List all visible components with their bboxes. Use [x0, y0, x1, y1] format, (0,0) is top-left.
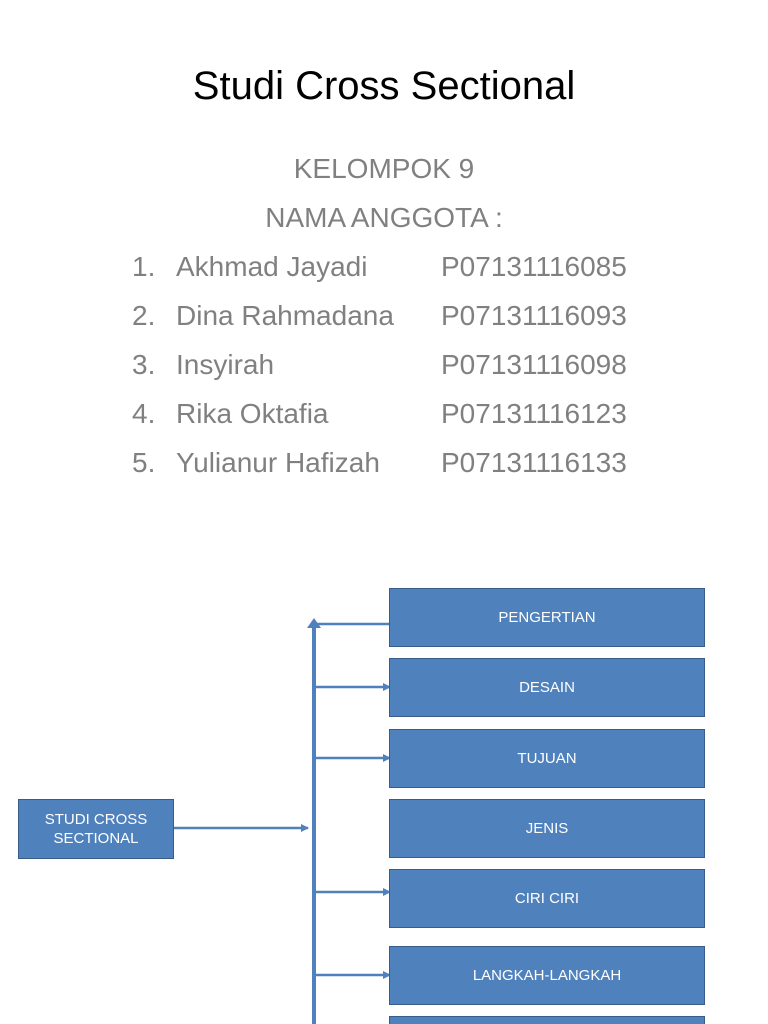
member-row: 4. Rika Oktafia P07131116123 — [132, 398, 692, 438]
member-name: Yulianur Hafizah — [176, 447, 380, 478]
member-id: P07131116098 — [441, 349, 627, 380]
member-name: Dina Rahmadana — [176, 300, 394, 331]
slide-title: Studi Cross Sectional — [192, 64, 576, 108]
branch-label: CIRI CIRI — [514, 889, 580, 907]
branch-label: TUJUAN — [517, 749, 577, 767]
branch-box-jenis: JENIS — [389, 799, 705, 858]
member-id: P07131116085 — [441, 251, 627, 282]
members-heading: NAMA ANGGOTA : — [265, 202, 503, 233]
root-box: STUDI CROSS SECTIONAL — [18, 799, 174, 859]
member-number: 1. — [132, 251, 156, 282]
branch-label: LANGKAH-LANGKAH — [472, 966, 622, 984]
member-id: P07131116133 — [441, 447, 627, 478]
member-number: 5. — [132, 447, 156, 478]
branch-label: PENGERTIAN — [498, 608, 596, 626]
branch-box-ciri-ciri: CIRI CIRI — [389, 869, 705, 928]
branch-box-tujuan: TUJUAN — [389, 729, 705, 788]
member-name: Insyirah — [176, 349, 275, 380]
member-name: Rika Oktafia — [176, 398, 329, 429]
member-row: 5. Yulianur Hafizah P07131116133 — [132, 447, 692, 487]
member-number: 3. — [132, 349, 156, 380]
trunk-arrow-icon — [307, 618, 321, 628]
member-id: P07131116123 — [441, 398, 627, 429]
member-name: Akhmad Jayadi — [176, 251, 368, 282]
group-label: KELOMPOK 9 — [293, 153, 475, 184]
member-number: 2. — [132, 300, 156, 331]
member-number: 4. — [132, 398, 156, 429]
branch-box-langkah-langkah: LANGKAH-LANGKAH — [389, 946, 705, 1005]
branch-label: DESAIN — [519, 678, 575, 696]
member-row: 2. Dina Rahmadana P07131116093 — [132, 300, 692, 340]
branch-box-pengertian: PENGERTIAN — [389, 588, 705, 647]
branch-box-desain: DESAIN — [389, 658, 705, 717]
branch-box-partial — [389, 1016, 705, 1024]
member-id: P07131116093 — [441, 300, 627, 331]
root-label: STUDI CROSS SECTIONAL — [44, 810, 148, 848]
member-row: 3. Insyirah P07131116098 — [132, 349, 692, 389]
member-row: 1. Akhmad Jayadi P07131116085 — [132, 251, 692, 291]
branch-label: JENIS — [525, 819, 569, 837]
